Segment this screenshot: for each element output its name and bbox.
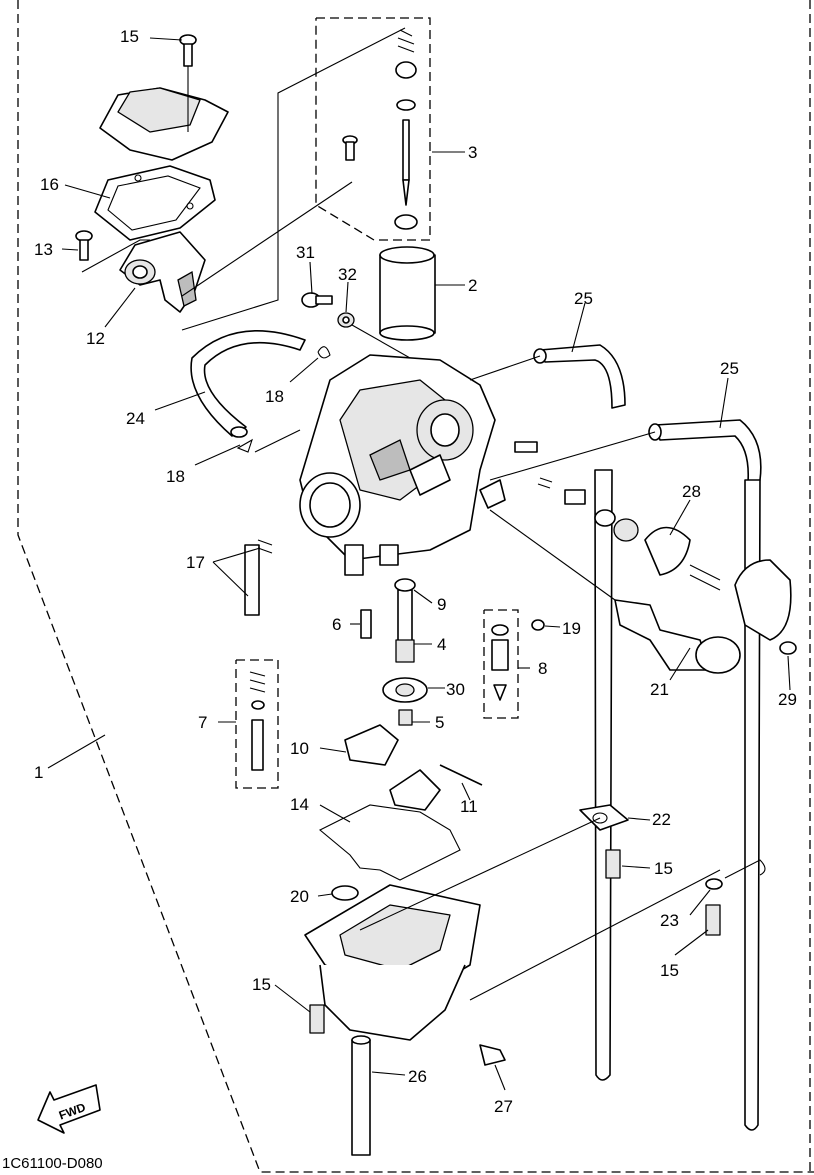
leader-lines (47, 37, 791, 1091)
label-25-left: 25 (574, 289, 593, 308)
label-1: 1 (34, 763, 43, 782)
label-23: 23 (660, 911, 679, 930)
diagram-code: 1C61100-D080 (2, 1155, 103, 1172)
pump-parts (489, 441, 797, 674)
label-6: 6 (332, 615, 341, 634)
label-15-lower-right: 15 (660, 961, 679, 980)
part-labels: 1 2 3 4 5 6 7 8 9 10 11 12 13 14 15 15 1… (34, 27, 797, 1116)
jet-and-float-parts (235, 539, 545, 811)
fwd-arrow-icon (37, 1084, 101, 1134)
label-7: 7 (198, 713, 207, 732)
label-29: 29 (778, 690, 797, 709)
label-17: 17 (186, 553, 205, 572)
label-27: 27 (494, 1097, 513, 1116)
label-2: 2 (468, 276, 477, 295)
label-12: 12 (86, 329, 105, 348)
needle-parts (342, 29, 418, 230)
label-9: 9 (437, 595, 446, 614)
label-15-top: 15 (120, 27, 139, 46)
label-28: 28 (682, 482, 701, 501)
label-14: 14 (290, 795, 309, 814)
label-26: 26 (408, 1067, 427, 1086)
label-15-right: 15 (654, 859, 673, 878)
label-20: 20 (290, 887, 309, 906)
float-bowl (304, 884, 506, 1156)
label-5: 5 (435, 713, 444, 732)
label-3: 3 (468, 143, 477, 162)
label-31: 31 (296, 243, 315, 262)
label-25-right: 25 (720, 359, 739, 378)
label-8: 8 (538, 659, 547, 678)
label-19: 19 (562, 619, 581, 638)
needle-group-box (315, 17, 431, 241)
label-15-bowl: 15 (252, 975, 271, 994)
label-16: 16 (40, 175, 59, 194)
label-18-lower: 18 (166, 467, 185, 486)
label-13: 13 (34, 240, 53, 259)
carburetor-body (299, 354, 506, 576)
label-4: 4 (437, 635, 446, 654)
label-30: 30 (446, 680, 465, 699)
assembly-boundary (17, 0, 814, 1173)
label-10: 10 (290, 739, 309, 758)
top-cover-group (75, 27, 406, 331)
label-24: 24 (126, 409, 145, 428)
label-11: 11 (460, 797, 478, 816)
label-22: 22 (652, 810, 671, 829)
label-18-upper: 18 (265, 387, 284, 406)
label-32: 32 (338, 265, 357, 284)
throttle-valve (379, 246, 436, 341)
label-21: 21 (650, 680, 669, 699)
